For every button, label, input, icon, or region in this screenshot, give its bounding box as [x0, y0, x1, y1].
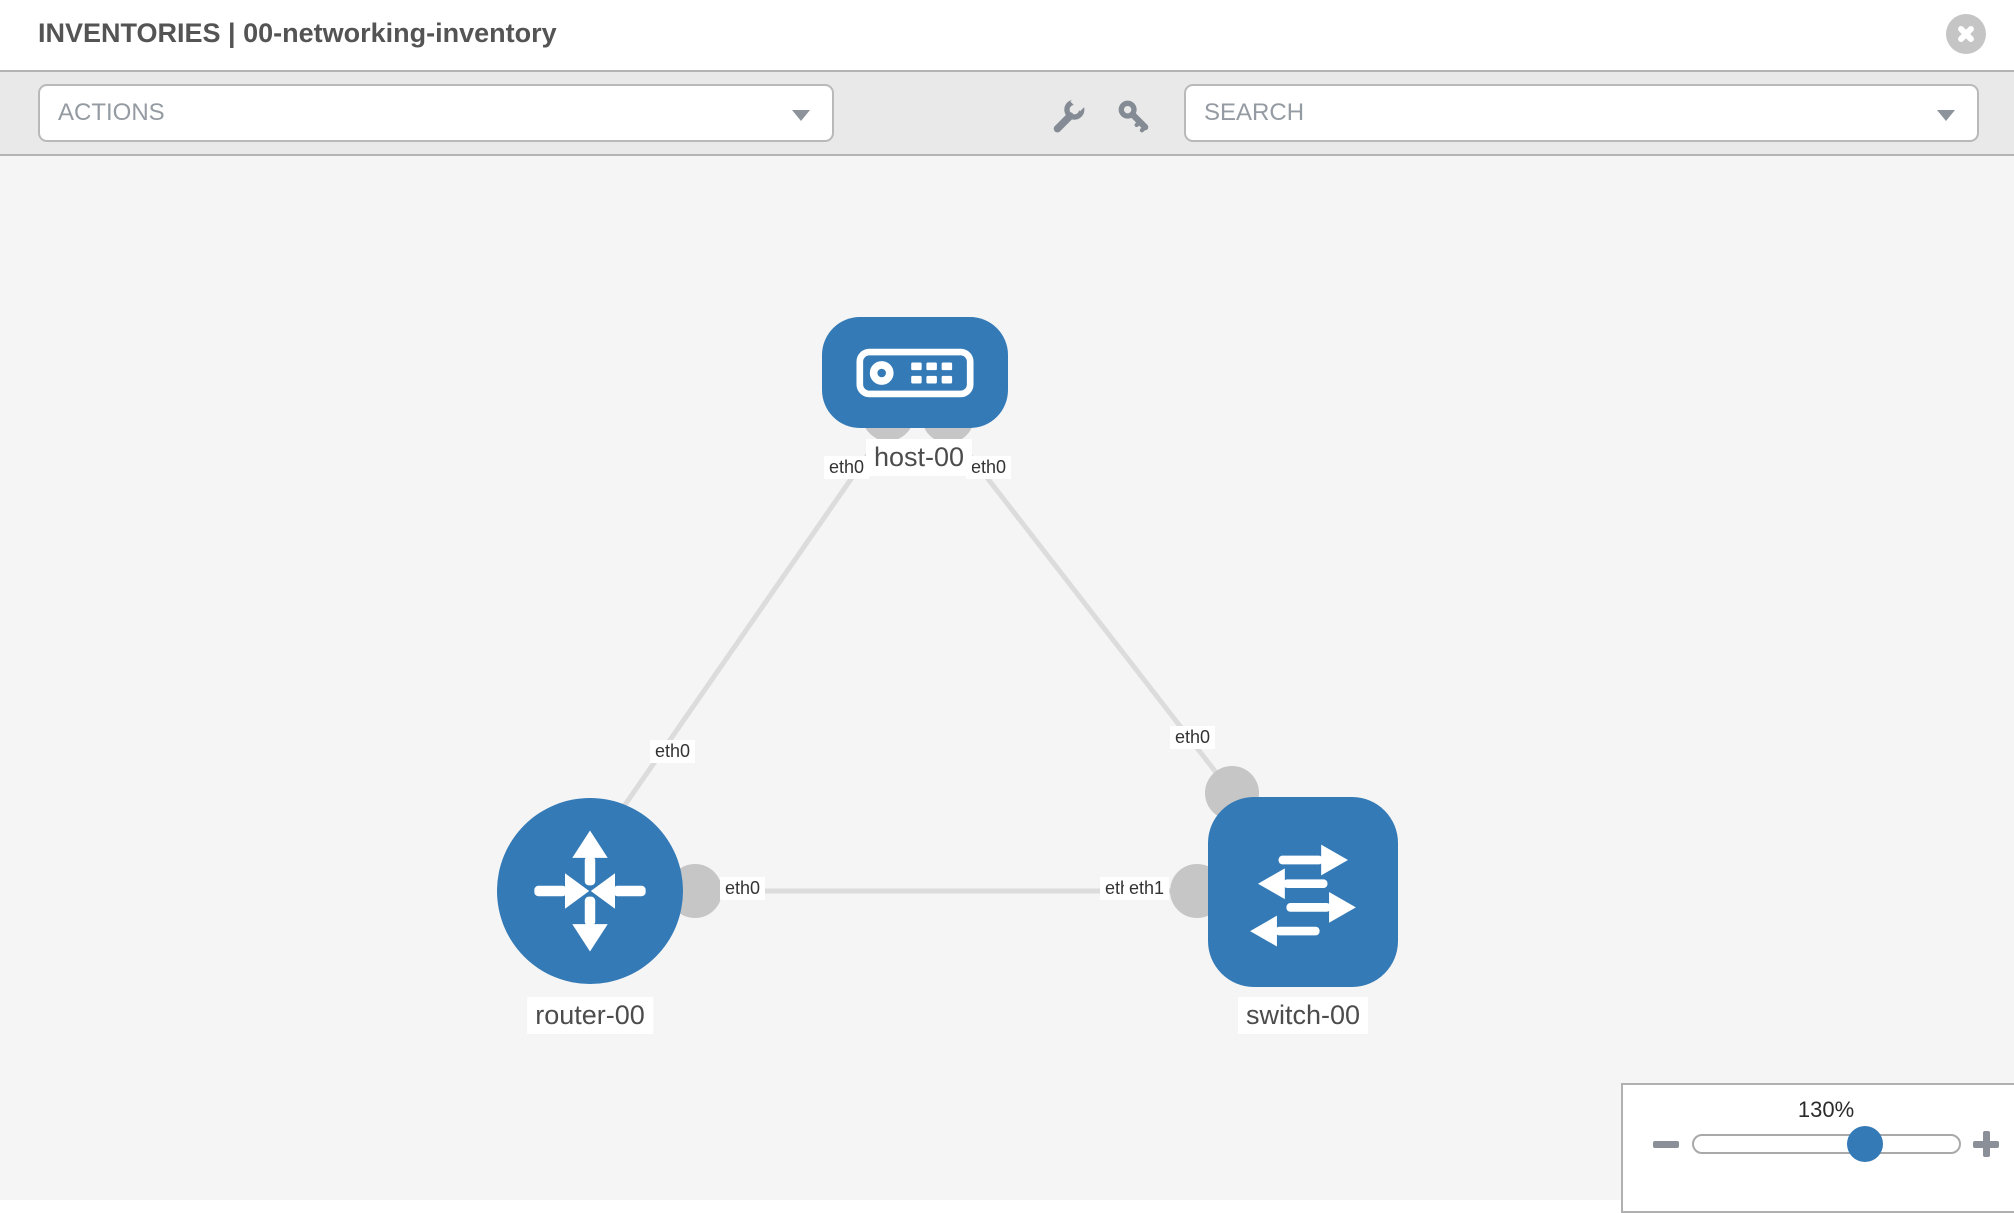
search-dropdown-label: SEARCH: [1204, 99, 1305, 126]
node-host-00[interactable]: [822, 317, 1008, 428]
interface-label-router-switch-router-end: eth0: [720, 877, 766, 900]
wrench-icon: [1053, 93, 1088, 133]
topology-canvas[interactable]: host-00 router-00 switch-00 eth0 eth0 et…: [0, 156, 2014, 1200]
page-title: INVENTORIES | 00-networking-inventory: [38, 18, 557, 48]
plus-icon: [1982, 1131, 1990, 1157]
key-icon: [1118, 100, 1149, 133]
zoom-out-button[interactable]: [1652, 1133, 1680, 1155]
search-dropdown[interactable]: SEARCH: [1184, 84, 1979, 142]
actions-dropdown[interactable]: ACTIONS: [38, 84, 834, 142]
chevron-down-icon: [792, 110, 810, 121]
header: INVENTORIES | 00-networking-inventory: [0, 0, 2014, 70]
zoom-panel: 130%: [1621, 1083, 2014, 1213]
router-icon: [534, 830, 646, 952]
node-label-router: router-00: [527, 997, 653, 1034]
interface-label-host-switch-switch-end: eth0: [1170, 726, 1216, 749]
zoom-value: 130%: [1797, 1097, 1855, 1122]
zoom-slider-knob[interactable]: [1847, 1126, 1883, 1162]
switch-icon: [1250, 844, 1356, 947]
node-switch-00[interactable]: [1208, 797, 1398, 987]
interface-label-host-router-router-end: eth0: [650, 740, 696, 763]
chevron-down-icon: [1937, 110, 1955, 121]
close-button[interactable]: [1946, 14, 1986, 54]
links-layer: [617, 389, 1259, 918]
key-button[interactable]: [1116, 98, 1152, 134]
interface-label-host-router-host-end: eth0: [824, 456, 870, 479]
zoom-slider-track[interactable]: [1692, 1134, 1961, 1154]
node-label-switch: switch-00: [1237, 997, 1369, 1034]
wrench-button[interactable]: [1050, 93, 1088, 134]
actions-dropdown-label: ACTIONS: [58, 99, 165, 126]
interface-label-router-switch-switch-end-front: eth1: [1124, 877, 1170, 900]
node-label-host: host-00: [866, 439, 973, 476]
interface-label-host-switch-host-end: eth0: [966, 456, 1012, 479]
toolbar: ACTIONS SEARCH: [0, 70, 2014, 156]
minus-icon: [1653, 1141, 1679, 1148]
zoom-in-button[interactable]: [1971, 1129, 2001, 1159]
host-icon: [856, 348, 974, 397]
node-router-00[interactable]: [497, 798, 683, 984]
